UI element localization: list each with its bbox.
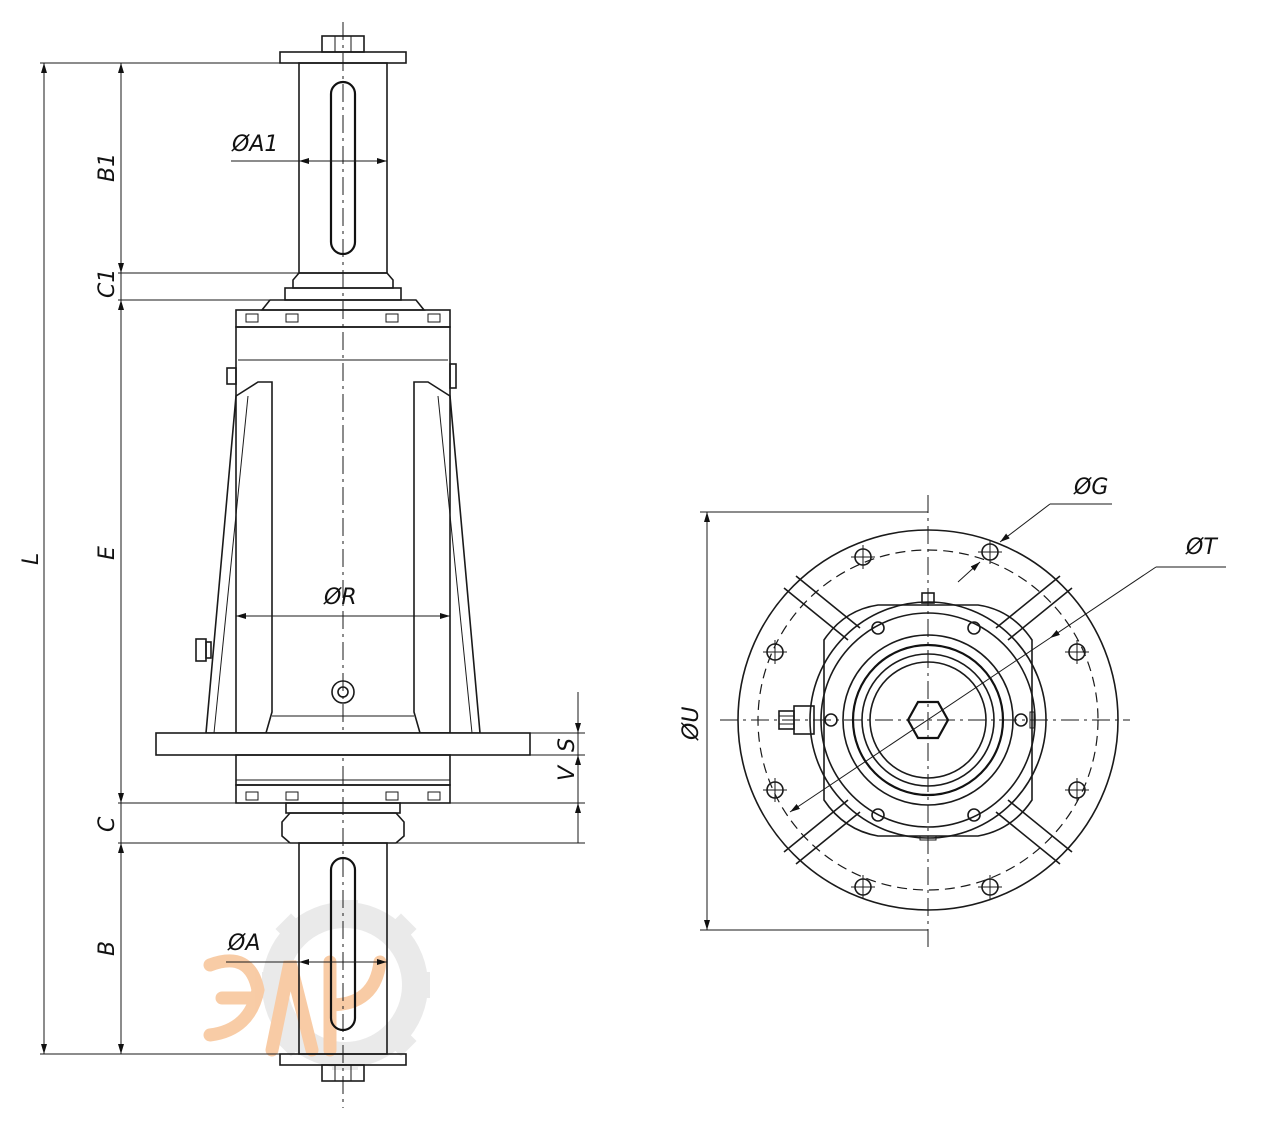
front-side-plug (778, 705, 815, 735)
bolt-circle (757, 549, 1099, 891)
dim-label-V: V (555, 764, 580, 781)
base-plate (155, 732, 531, 756)
flange-ribs (783, 575, 1073, 865)
dim-label-R: ØR (323, 585, 357, 610)
center-hex-bolt (906, 700, 950, 740)
dim-label-E: E (95, 546, 120, 560)
dim-label-G: ØG (1073, 475, 1108, 500)
dim-label-A: ØA (227, 931, 260, 956)
gear-icon (262, 900, 430, 1070)
side-view: L B1 C1 E C B ØA1 ØR ØA S V (19, 22, 585, 1108)
dim-label-C1: C1 (95, 269, 120, 298)
dim-label-L: L (19, 553, 44, 565)
right-rib (413, 381, 481, 734)
side-plug (195, 638, 207, 662)
watermark-logo (203, 900, 430, 1070)
upper-keyway (329, 80, 357, 256)
dim-label-C: C (95, 816, 120, 832)
front-view: ØU ØG ØT (679, 475, 1226, 948)
outer-flange-circle (737, 529, 1119, 911)
dim-label-U: ØU (679, 707, 704, 741)
bottom-bolt-head (321, 1064, 365, 1082)
outer-bolt-holes (763, 540, 1089, 899)
inner-bolt-holes (824, 621, 1028, 822)
lower-keyway (329, 856, 357, 1032)
dim-label-T: ØT (1185, 535, 1218, 560)
dim-label-A1: ØA1 (231, 132, 278, 157)
housing-hole (331, 680, 355, 704)
inner-flange (823, 604, 1033, 837)
dim-label-B1: B1 (95, 153, 120, 182)
left-rib (205, 381, 273, 734)
dim-label-S: S (555, 738, 580, 752)
dim-label-B: B (95, 941, 120, 956)
